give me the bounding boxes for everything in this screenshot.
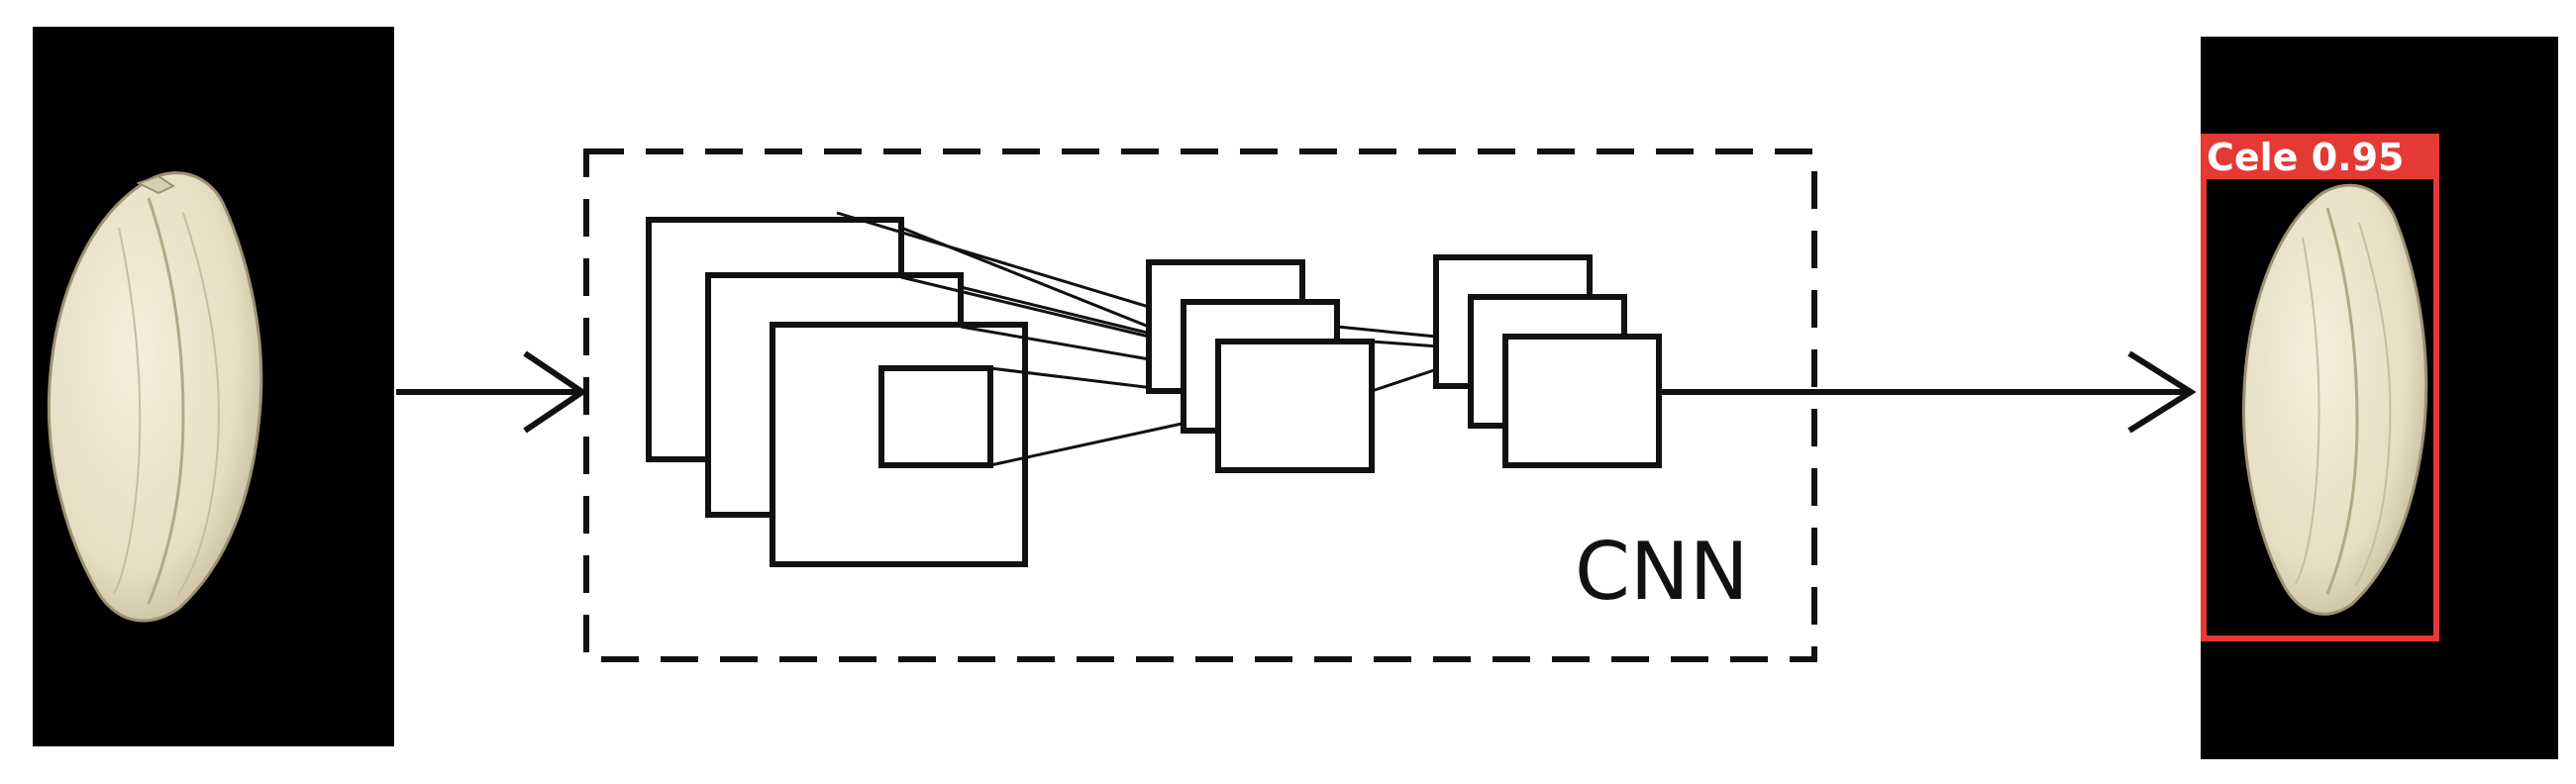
input-seed-grain [47,171,263,623]
feature-map-3c [1502,334,1662,468]
cnn-label: CNN [1575,526,1749,618]
cnn-dashed-boundary [583,148,1817,662]
input-image-panel [33,27,394,746]
output-arrow [1659,350,2197,434]
receptive-field-kernel [878,365,993,468]
output-image-panel: Cele 0.95 [2201,37,2558,759]
conv-layer-2-stack [1146,259,1375,473]
input-arrow [396,350,588,434]
conv-layer-1-stack [646,217,1028,567]
connections-1-to-2 [836,211,1219,467]
feature-map-2c [1215,339,1375,473]
conv-layer-3-stack [1433,254,1662,468]
detection-label: Cele 0.95 [2207,136,2404,179]
detection-label-background [2201,134,2439,179]
output-seed-grain [2242,183,2428,616]
